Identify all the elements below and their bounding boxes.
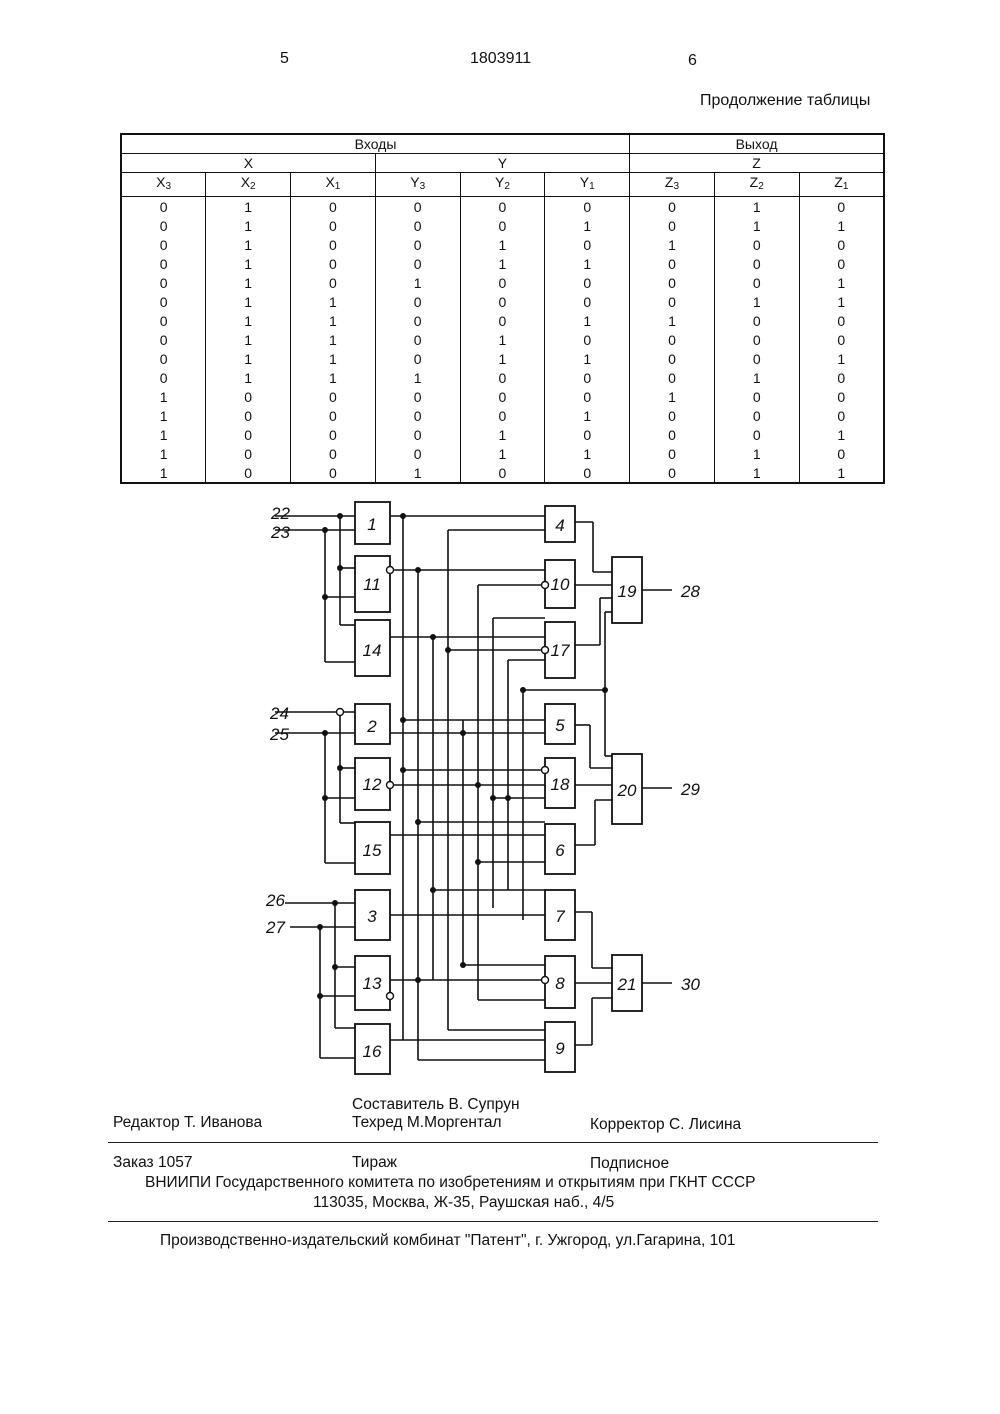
input-label-23: 23 (270, 523, 290, 542)
block-label-15: 15 (363, 841, 382, 860)
junction-dot (337, 565, 343, 571)
block-label-20: 20 (617, 781, 637, 800)
junction-dot (322, 795, 328, 801)
techred: Техред М.Моргентал (352, 1114, 502, 1132)
compiler: Составитель В. Супрун (352, 1096, 520, 1114)
address: 113035, Москва, Ж-35, Раушская наб., 4/5 (313, 1194, 614, 1212)
block-label-9: 9 (555, 1039, 565, 1058)
junction-dot (400, 767, 406, 773)
junction-dot (332, 900, 338, 906)
institute: ВНИИПИ Государственного комитета по изоб… (145, 1174, 755, 1192)
input-label-27: 27 (265, 918, 285, 937)
input-label-26: 26 (265, 891, 285, 910)
junction-dot (322, 594, 328, 600)
order-number: Заказ 1057 (113, 1154, 192, 1172)
block-label-14: 14 (363, 641, 382, 660)
block-label-21: 21 (617, 975, 637, 994)
junction-dot (520, 687, 526, 693)
block-label-6: 6 (555, 841, 565, 860)
junction-dot (332, 964, 338, 970)
imprint-divider-bottom (108, 1221, 878, 1222)
junction-dot (415, 977, 421, 983)
junction-dot (475, 782, 481, 788)
junction-dot (445, 647, 451, 653)
input-label-22: 22 (270, 504, 290, 523)
junction-dot (430, 887, 436, 893)
junction-dot (475, 859, 481, 865)
corrector: Корректор С. Лисина (590, 1116, 741, 1134)
circulation: Тираж (352, 1154, 397, 1172)
block-label-7: 7 (555, 907, 565, 926)
junction-dot (317, 924, 323, 930)
junction-dot (317, 993, 323, 999)
junction-dot (400, 513, 406, 519)
block-label-5: 5 (555, 716, 565, 735)
junction-dot (337, 765, 343, 771)
junction-dot (430, 634, 436, 640)
input-label-24: 24 (269, 704, 289, 723)
block-label-2: 2 (366, 717, 377, 736)
block-label-4: 4 (555, 516, 564, 535)
junction-dot (322, 730, 328, 736)
block-label-13: 13 (363, 974, 382, 993)
junction-dot (337, 513, 343, 519)
junction-dot (415, 819, 421, 825)
junction-dot (322, 527, 328, 533)
junction-dot (415, 567, 421, 573)
block-label-8: 8 (555, 974, 565, 993)
editor: Редактор Т. Иванова (113, 1114, 262, 1132)
block-label-17: 17 (551, 641, 570, 660)
block-label-11: 11 (363, 575, 381, 594)
junction-dot (490, 795, 496, 801)
output-label-29: 29 (680, 780, 700, 799)
block-label-3: 3 (367, 907, 377, 926)
block-label-1: 1 (367, 515, 376, 534)
junction-dot (602, 687, 608, 693)
publisher: Производственно-издательский комбинат "П… (160, 1232, 735, 1250)
subscription: Подписное (590, 1155, 669, 1173)
block-label-10: 10 (551, 575, 570, 594)
junction-dot (460, 962, 466, 968)
block-label-12: 12 (363, 775, 382, 794)
block-label-19: 19 (618, 582, 637, 601)
block-label-16: 16 (363, 1042, 382, 1061)
imprint-divider-top (108, 1142, 878, 1143)
junction-dot (505, 795, 511, 801)
output-label-28: 28 (680, 582, 700, 601)
input-label-25: 25 (269, 725, 289, 744)
junction-dot (460, 730, 466, 736)
output-label-30: 30 (681, 975, 700, 994)
junction-dot (400, 717, 406, 723)
block-label-18: 18 (551, 775, 570, 794)
